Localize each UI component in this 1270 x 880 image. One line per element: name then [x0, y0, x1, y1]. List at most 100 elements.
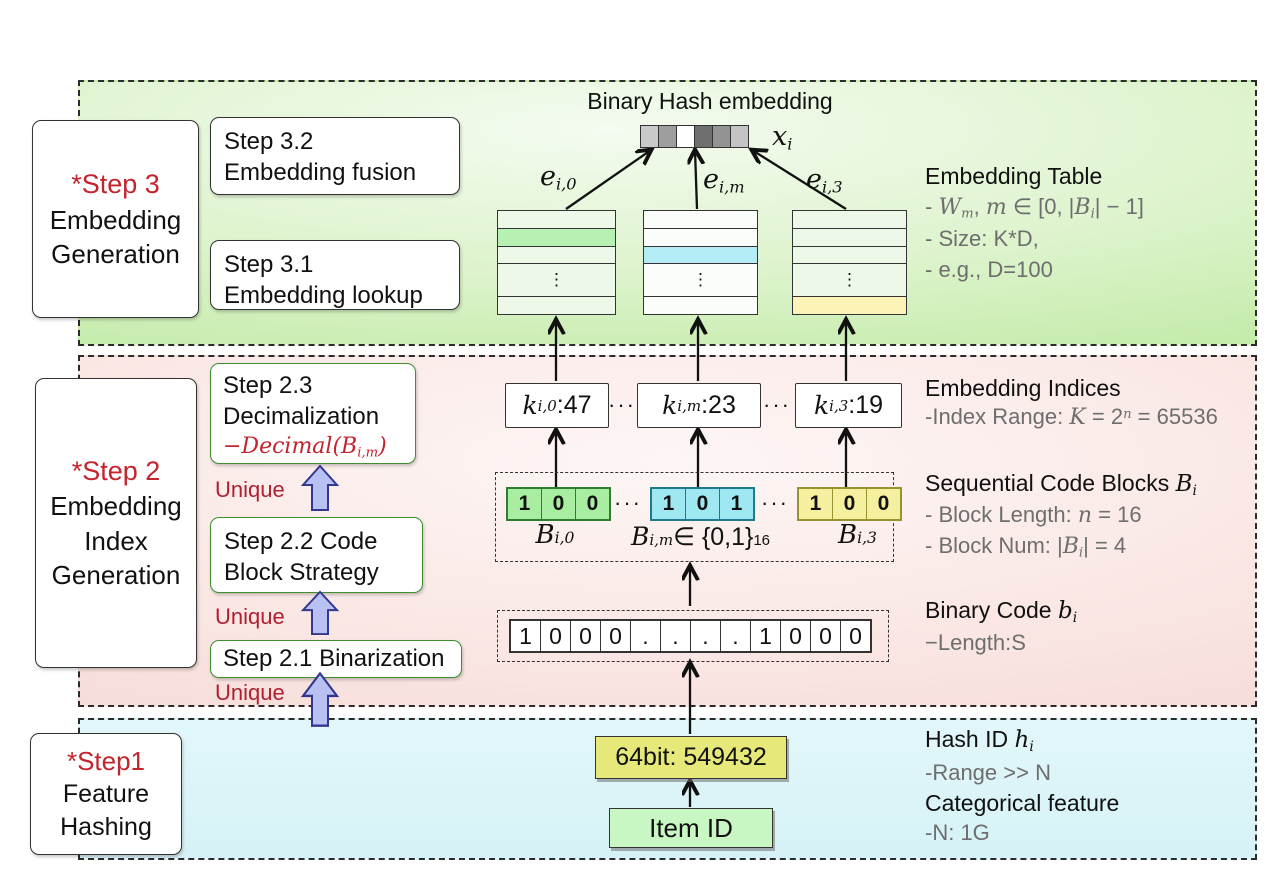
bit-cell: 1: [652, 489, 685, 519]
binary-cell: 1: [750, 621, 780, 651]
embedding-table-3: ⋮: [792, 210, 907, 315]
vdots: ⋮: [692, 270, 709, 289]
vector-cell: [712, 126, 730, 147]
code-block-bim: 1 0 1: [650, 487, 755, 521]
unique-up-arrow-icon: [300, 671, 340, 727]
code-blocks-line2: - Block Num: |Bi| = 4: [925, 533, 1127, 561]
embedding-table-m: ⋮: [643, 210, 758, 315]
bit-cell: 1: [719, 489, 753, 519]
hdots: ···: [761, 490, 789, 515]
code-blocks-title: Sequential Code Blocks Bi: [925, 470, 1197, 499]
unique-label-2: Unique: [215, 604, 285, 629]
binary-cell: 0: [780, 621, 810, 651]
embedding-table-info-line2: - Size: K*D,: [925, 226, 1039, 251]
step2-3-box: Step 2.3 Decimalization −Decimal(Bi,m): [210, 363, 416, 464]
step2-3-line1: Step 2.3: [223, 372, 313, 399]
bit-cell: 0: [866, 489, 900, 519]
step2-2-line2: Block Strategy: [224, 559, 379, 587]
code-blocks-line1: - Block Length: n = 16: [925, 502, 1142, 528]
binary-cell: 0: [600, 621, 630, 651]
step3-label-line1: Embedding: [49, 204, 182, 235]
binary-cell: 1: [511, 621, 540, 651]
step3-2-box: Step 3.2 Embedding fusion: [210, 117, 460, 195]
vector-cell: [694, 126, 712, 147]
binary-cell: .: [720, 621, 750, 651]
bit-cell: 1: [508, 489, 541, 519]
step2-label-line1: Embedding: [50, 491, 182, 522]
embedding-table-info-title: Embedding Table: [925, 163, 1103, 189]
binary-cell: .: [630, 621, 660, 651]
code-block-bi3: 1 0 0: [797, 487, 902, 521]
binary-cell: 0: [810, 621, 840, 651]
vector-cell: [730, 126, 748, 147]
binary-cell: 0: [540, 621, 570, 651]
vector-cell: [641, 126, 658, 147]
hdots: ···: [614, 490, 642, 515]
unique-label-1: Unique: [215, 477, 285, 502]
step2-1-line1: Step 2.1 Binarization: [223, 645, 445, 672]
hash-id-box: 64bit: 549432: [595, 736, 787, 779]
step2-1-box: Step 2.1 Binarization: [210, 640, 462, 678]
step3-2-line2: Embedding fusion: [224, 159, 417, 187]
bit-cell: 0: [685, 489, 719, 519]
step3-star-label: *Step 3: [71, 168, 160, 199]
vector-cell: [658, 126, 676, 147]
binary-code-row: 1 0 0 0 . . . . 1 0 0 0: [509, 619, 872, 653]
embedding-table-0: ⋮: [497, 210, 616, 315]
binary-cell: 0: [570, 621, 600, 651]
code-block-bi0: 1 0 0: [506, 487, 611, 521]
hdots: ···: [763, 392, 791, 417]
step3-1-line1: Step 3.1: [224, 251, 314, 278]
e-i3-label: ei,3: [806, 164, 843, 197]
categorical-feature-title: Categorical feature: [925, 790, 1120, 816]
figure-title: Binary Hash embedding: [587, 88, 833, 114]
unique-up-arrow-icon: [300, 590, 340, 636]
e-i0-label: ei,0: [540, 161, 577, 194]
item-id-box: Item ID: [609, 808, 773, 848]
vdots: ⋮: [841, 270, 858, 289]
e-im-label: ei,m: [703, 164, 745, 197]
embedding-table-info-line3: - e.g., D=100: [925, 257, 1053, 282]
unique-up-arrow-icon: [300, 464, 340, 511]
step2-2-line1: Step 2.2 Code: [224, 528, 378, 555]
vector-cell: [676, 126, 694, 147]
hash-range-line: -Range >> N: [925, 760, 1051, 785]
n-line: -N: 1G: [925, 820, 990, 845]
binary-cell: 0: [840, 621, 870, 651]
step2-3-line2: Decimalization: [223, 403, 380, 431]
step2-label-line2: Index: [84, 525, 148, 556]
step2-2-box: Step 2.2 Code Block Strategy: [210, 517, 423, 593]
hash-embedding-vector: [640, 125, 749, 148]
embedding-table-info-line1: - Wm, m ∈ [0, |Bi| − 1]: [925, 194, 1144, 222]
embedding-table-m-highlight-row: [644, 246, 757, 263]
embedding-table-3-highlight-row: [793, 296, 906, 314]
step3-label-line2: Generation: [51, 238, 180, 269]
binary-cell: .: [660, 621, 690, 651]
binary-code-line1: −Length:S: [925, 630, 1026, 655]
embedding-indices-line1: -Index Range: K = 2n = 65536: [925, 404, 1218, 430]
binary-cell: .: [690, 621, 720, 651]
unique-label-3: Unique: [215, 680, 285, 705]
bit-cell: 0: [832, 489, 866, 519]
step3-1-line2: Embedding lookup: [224, 282, 423, 310]
step3-label-box: *Step 3 Embedding Generation: [32, 120, 199, 318]
vdots: ⋮: [548, 270, 565, 289]
binary-code-title: Binary Code bi: [925, 597, 1078, 626]
bit-cell: 0: [541, 489, 575, 519]
step1-star-label: *Step1: [66, 745, 146, 776]
step3-2-line1: Step 3.2: [224, 128, 314, 155]
step1-label-box: *Step1 Feature Hashing: [30, 733, 182, 855]
embedding-table-0-highlight-row: [498, 228, 615, 246]
step2-3-math: −Decimal(Bi,m): [223, 434, 387, 462]
step1-label-line1: Feature: [62, 780, 150, 809]
bit-cell: 0: [575, 489, 609, 519]
step3-1-box: Step 3.1 Embedding lookup: [210, 240, 460, 310]
hdots: ···: [608, 392, 636, 417]
step2-label-line3: Generation: [51, 559, 181, 590]
bit-cell: 1: [799, 489, 832, 519]
